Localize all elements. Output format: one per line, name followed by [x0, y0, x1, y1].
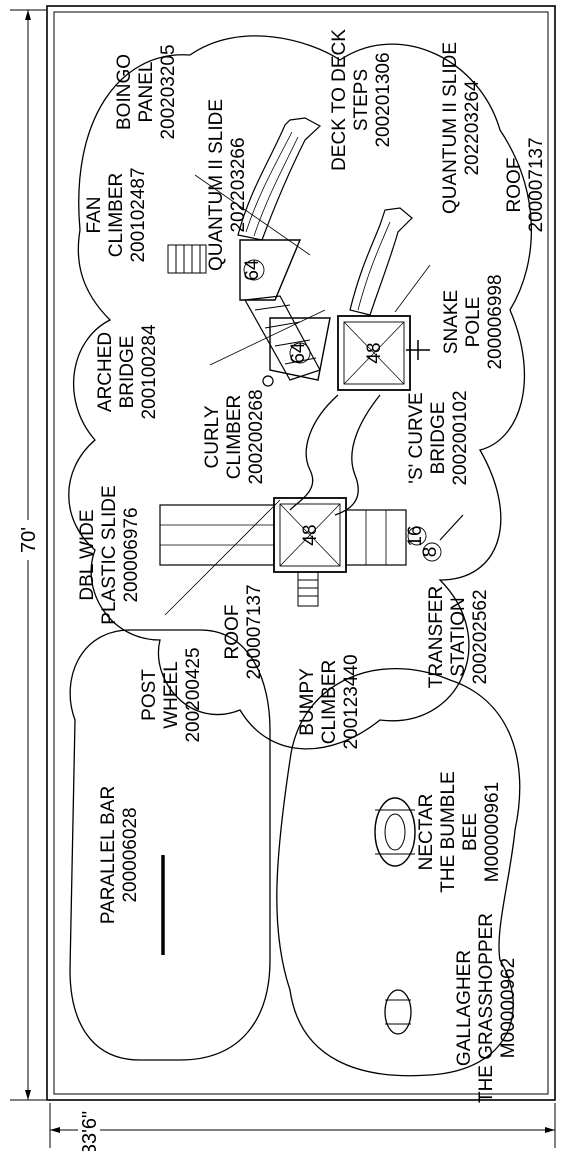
- deck-height-upper-a: 64: [242, 259, 263, 281]
- svg-text:200200425: 200200425: [183, 647, 204, 742]
- svg-text:STATION: STATION: [448, 597, 469, 677]
- deck-height-upper-b: 64: [288, 342, 309, 364]
- use-zone-outlines: [68, 35, 533, 1077]
- deck-height-right: 48: [364, 342, 385, 363]
- post-wheel-label: POST WHEEL 200200425: [139, 647, 204, 742]
- svg-text:PLASTIC SLIDE: PLASTIC SLIDE: [99, 485, 120, 624]
- dbl-wide-slide-label: DBL WIDE PLASTIC SLIDE 200006976: [77, 485, 142, 624]
- svg-text:SNAKE: SNAKE: [441, 290, 462, 354]
- nectar-bumble-bee-label: NECTAR THE BUMBLE BEE M00000961: [416, 771, 503, 892]
- svg-text:ROOF: ROOF: [504, 158, 525, 213]
- svg-text:THE BUMBLE: THE BUMBLE: [438, 771, 459, 892]
- transfer-station-label: TRANSFER STATION 200202562: [426, 586, 491, 688]
- svg-text:200102487: 200102487: [128, 167, 149, 262]
- svg-text:TRANSFER: TRANSFER: [426, 586, 447, 688]
- svg-text:THE GRASSHOPPER: THE GRASSHOPPER: [476, 913, 497, 1103]
- svg-text:CLIMBER: CLIMBER: [319, 660, 340, 744]
- svg-text:200006976: 200006976: [121, 507, 142, 602]
- svg-text:BRIDGE: BRIDGE: [428, 402, 449, 475]
- svg-text:CLIMBER: CLIMBER: [224, 395, 245, 479]
- svg-text:PANEL: PANEL: [136, 62, 157, 123]
- bumpy-climber-label: BUMPY CLIMBER 200123440: [297, 654, 362, 749]
- svg-text:200006998: 200006998: [485, 274, 506, 369]
- gallagher-grasshopper-label: GALLAGHER THE GRASSHOPPER M00000962: [454, 913, 519, 1103]
- svg-text:M00000962: M00000962: [498, 958, 519, 1058]
- svg-text:STEPS: STEPS: [351, 69, 372, 131]
- svg-text:POLE: POLE: [463, 297, 484, 348]
- svg-text:202203266: 202203266: [228, 137, 249, 232]
- svg-text:FAN: FAN: [84, 197, 105, 234]
- roof-b-label: ROOF 200007137: [222, 584, 265, 679]
- svg-text:ROOF: ROOF: [222, 605, 243, 660]
- svg-text:PARALLEL BAR: PARALLEL BAR: [98, 786, 119, 924]
- svg-text:BRIDGE: BRIDGE: [117, 336, 138, 409]
- svg-text:DECK TO DECK: DECK TO DECK: [329, 29, 350, 171]
- fan-climber-label: FAN CLIMBER 200102487: [84, 167, 149, 262]
- svg-text:WHEEL: WHEEL: [161, 661, 182, 729]
- svg-text:CLIMBER: CLIMBER: [106, 173, 127, 257]
- quantum-slide-a-label: QUANTUM II SLIDE 202203266: [206, 99, 249, 271]
- quantum-slide-b-label: QUANTUM II SLIDE 202203264: [440, 42, 483, 214]
- svg-text:GALLAGHER: GALLAGHER: [454, 950, 475, 1066]
- svg-text:200006028: 200006028: [120, 807, 141, 902]
- bumble-bee-figure: [374, 797, 416, 867]
- svg-text:202203264: 202203264: [462, 80, 483, 176]
- svg-text:200007137: 200007137: [244, 584, 265, 679]
- deck-to-deck-steps-label: DECK TO DECK STEPS 200201306: [329, 29, 394, 171]
- deck-heights: 64 64 48 48 16 8: [242, 259, 442, 562]
- parallel-bar-label: PARALLEL BAR 200006028: [98, 786, 141, 924]
- svg-text:200200102: 200200102: [450, 390, 471, 485]
- svg-text:200202562: 200202562: [470, 589, 491, 684]
- svg-text:BEE: BEE: [460, 813, 481, 851]
- transfer-height-upper: 16: [405, 525, 426, 546]
- width-dimension: 33'6": [49, 1103, 556, 1151]
- svg-text:NECTAR: NECTAR: [416, 794, 437, 871]
- arched-bridge-label: ARCHED BRIDGE 200100284: [95, 324, 160, 420]
- svg-text:BUMPY: BUMPY: [297, 668, 318, 736]
- svg-text:200203205: 200203205: [158, 44, 179, 139]
- svg-text:200007137: 200007137: [526, 137, 547, 232]
- s-curve-bridge-label: 'S' CURVE BRIDGE 200200102: [406, 390, 471, 485]
- svg-text:200123440: 200123440: [341, 654, 362, 749]
- svg-text:ARCHED: ARCHED: [95, 332, 116, 412]
- svg-text:200100284: 200100284: [139, 324, 160, 420]
- svg-text:200201306: 200201306: [373, 52, 394, 147]
- component-labels: QUANTUM II SLIDE 202203266 DECK TO DECK …: [77, 29, 547, 1103]
- svg-text:'S' CURVE: 'S' CURVE: [406, 392, 427, 483]
- svg-text:200200268: 200200268: [246, 389, 267, 484]
- length-label: 70': [18, 527, 40, 553]
- play-structure: [159, 117, 464, 616]
- svg-text:M00000961: M00000961: [482, 782, 503, 882]
- transfer-height-lower: 8: [420, 547, 441, 558]
- svg-text:QUANTUM II SLIDE: QUANTUM II SLIDE: [206, 99, 227, 271]
- boingo-panel-label: BOINGO PANEL 200203205: [114, 44, 179, 139]
- width-label: 33'6": [79, 1111, 101, 1151]
- svg-text:BOINGO: BOINGO: [114, 54, 135, 130]
- snake-pole-label: SNAKE POLE 200006998: [441, 274, 506, 369]
- svg-text:CURLY: CURLY: [202, 405, 223, 468]
- length-dimension: 70': [10, 9, 46, 1101]
- fan-climber-rungs: [167, 244, 207, 274]
- deck-height-center: 48: [300, 524, 321, 545]
- roof-a-label: ROOF 200007137: [504, 137, 547, 232]
- svg-text:QUANTUM II SLIDE: QUANTUM II SLIDE: [440, 42, 461, 214]
- site-boundary: [46, 5, 556, 1101]
- grasshopper-figure: [384, 989, 412, 1035]
- svg-text:POST: POST: [139, 669, 160, 721]
- svg-text:DBL WIDE: DBL WIDE: [77, 509, 98, 600]
- curly-climber-label: CURLY CLIMBER 200200268: [202, 389, 267, 484]
